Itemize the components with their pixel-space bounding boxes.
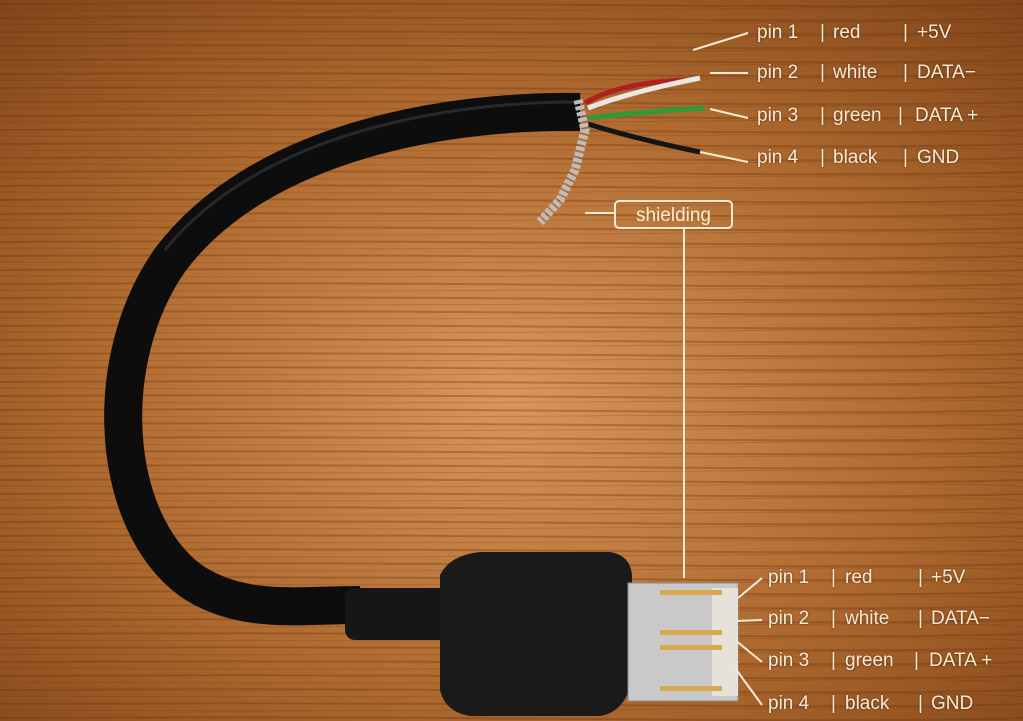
separator: | (918, 608, 923, 629)
pin-number: pin 3 (757, 105, 799, 126)
wire-color: white (833, 62, 878, 83)
pin-number: pin 2 (757, 62, 799, 83)
shielding-label: shielding (614, 200, 733, 229)
signal: +5V (931, 567, 966, 588)
separator: | (820, 62, 825, 83)
pin-number: pin 1 (768, 567, 810, 588)
shielding-braid (536, 98, 590, 226)
separator: | (914, 650, 919, 671)
wire-color: black (833, 147, 878, 168)
pin-number: pin 1 (757, 22, 799, 43)
wire-color: black (845, 693, 890, 714)
separator: | (820, 22, 825, 43)
separator: | (820, 147, 825, 168)
pin-number: pin 4 (768, 693, 810, 714)
signal: +5V (917, 22, 952, 43)
separator: | (898, 105, 903, 126)
separator: | (831, 567, 836, 588)
signal: DATA− (917, 62, 976, 83)
pin-number: pin 4 (757, 147, 799, 168)
signal: GND (917, 147, 960, 168)
signal: GND (931, 693, 974, 714)
wire-color: red (845, 567, 873, 588)
signal: DATA + (915, 105, 979, 126)
exposed-wires (583, 75, 706, 155)
pin-number: pin 3 (768, 650, 810, 671)
separator: | (918, 567, 923, 588)
wire-color: white (845, 608, 890, 629)
pin-number: pin 2 (768, 608, 810, 629)
wire-color: red (833, 22, 861, 43)
cable (104, 92, 581, 626)
separator: | (831, 693, 836, 714)
wire-color: green (845, 650, 894, 671)
signal: DATA + (929, 650, 993, 671)
separator: | (831, 650, 836, 671)
wire-color: green (833, 105, 882, 126)
separator: | (918, 693, 923, 714)
separator: | (903, 62, 908, 83)
leader-lines (585, 32, 763, 706)
separator: | (820, 105, 825, 126)
usb-connector (345, 552, 739, 716)
separator: | (903, 147, 908, 168)
separator: | (831, 608, 836, 629)
separator: | (903, 22, 908, 43)
signal: DATA− (931, 608, 990, 629)
